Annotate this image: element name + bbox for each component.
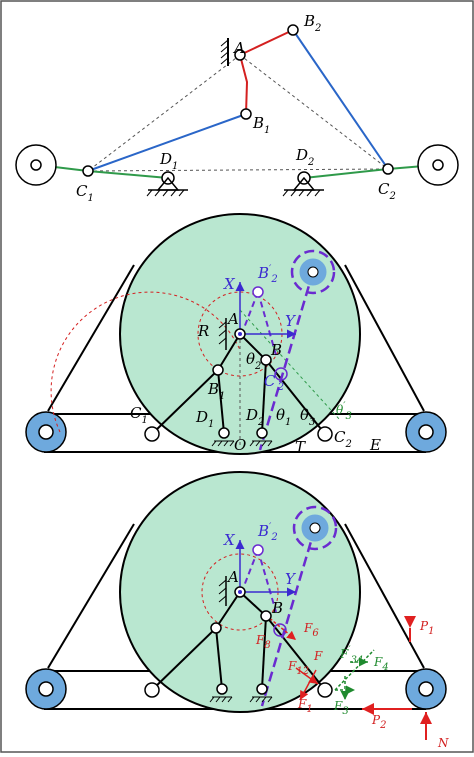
label-d1: D1 xyxy=(159,150,178,172)
label-f8: F8 xyxy=(255,633,271,651)
label-a-3: A xyxy=(226,568,239,586)
label-d1-2: D1 xyxy=(195,408,214,430)
label-e: E xyxy=(369,436,381,454)
label-f34: F′34 xyxy=(339,645,363,666)
label-b1: B1 xyxy=(252,114,270,136)
label-c1: C1 xyxy=(76,182,94,204)
label-b2p-2: B′2 xyxy=(257,264,278,285)
ground-d-icons-3 xyxy=(209,696,273,703)
label-t: T xyxy=(295,438,306,456)
label-y-2: Y xyxy=(285,312,297,330)
ground-d-icons xyxy=(211,440,273,447)
label-n: N xyxy=(437,736,449,750)
label-c2p-2: C′2 xyxy=(264,372,284,393)
label-f12: F12 xyxy=(287,659,309,677)
label-p2: P2 xyxy=(371,713,386,731)
label-x-2: X xyxy=(223,275,236,293)
label-theta1: θ1 xyxy=(276,406,291,428)
label-c1-2: C1 xyxy=(130,404,148,426)
label-f3: F3 xyxy=(333,699,349,717)
panel-3-forces: X Y B′2 A B F8 F6 F F12 F1 F′34 F4 F3 P1… xyxy=(25,471,449,750)
label-b-3: B xyxy=(271,599,283,617)
label-theta3: θ3 xyxy=(300,406,315,428)
label-theta2: θ2 xyxy=(246,350,261,372)
label-b-2: B xyxy=(270,341,282,359)
label-f: F xyxy=(313,649,323,663)
label-r-2: R xyxy=(197,322,209,340)
panel-1-linkage: A B2 B1 C1 C2 D1 D2 xyxy=(15,12,459,204)
panel-2-kinematics: X Y B′2 R A B θ2 C′2 B1 C1 D1 D2 θ1 θ3 θ… xyxy=(25,213,447,456)
label-theta3p: θ′3 xyxy=(336,401,352,422)
label-c2: C2 xyxy=(378,180,396,202)
label-b1-2: B1 xyxy=(207,380,225,402)
label-a: A xyxy=(232,39,245,57)
support-d2-icon xyxy=(282,171,324,197)
support-d1-icon xyxy=(146,171,188,197)
label-d2-2: D2 xyxy=(245,406,264,428)
label-b2p-3: B′2 xyxy=(257,522,278,543)
label-o: O xyxy=(234,436,246,454)
label-f6: F6 xyxy=(303,621,319,639)
label-b2: B2 xyxy=(303,12,321,34)
label-f1: F1 xyxy=(297,697,313,715)
label-x-3: X xyxy=(223,531,236,549)
label-f4: F4 xyxy=(373,655,389,673)
label-y-3: Y xyxy=(285,570,297,588)
label-p1: P1 xyxy=(419,619,434,637)
label-a-2: A xyxy=(226,310,239,328)
label-c2-2: C2 xyxy=(334,428,352,450)
label-d2: D2 xyxy=(295,146,314,168)
